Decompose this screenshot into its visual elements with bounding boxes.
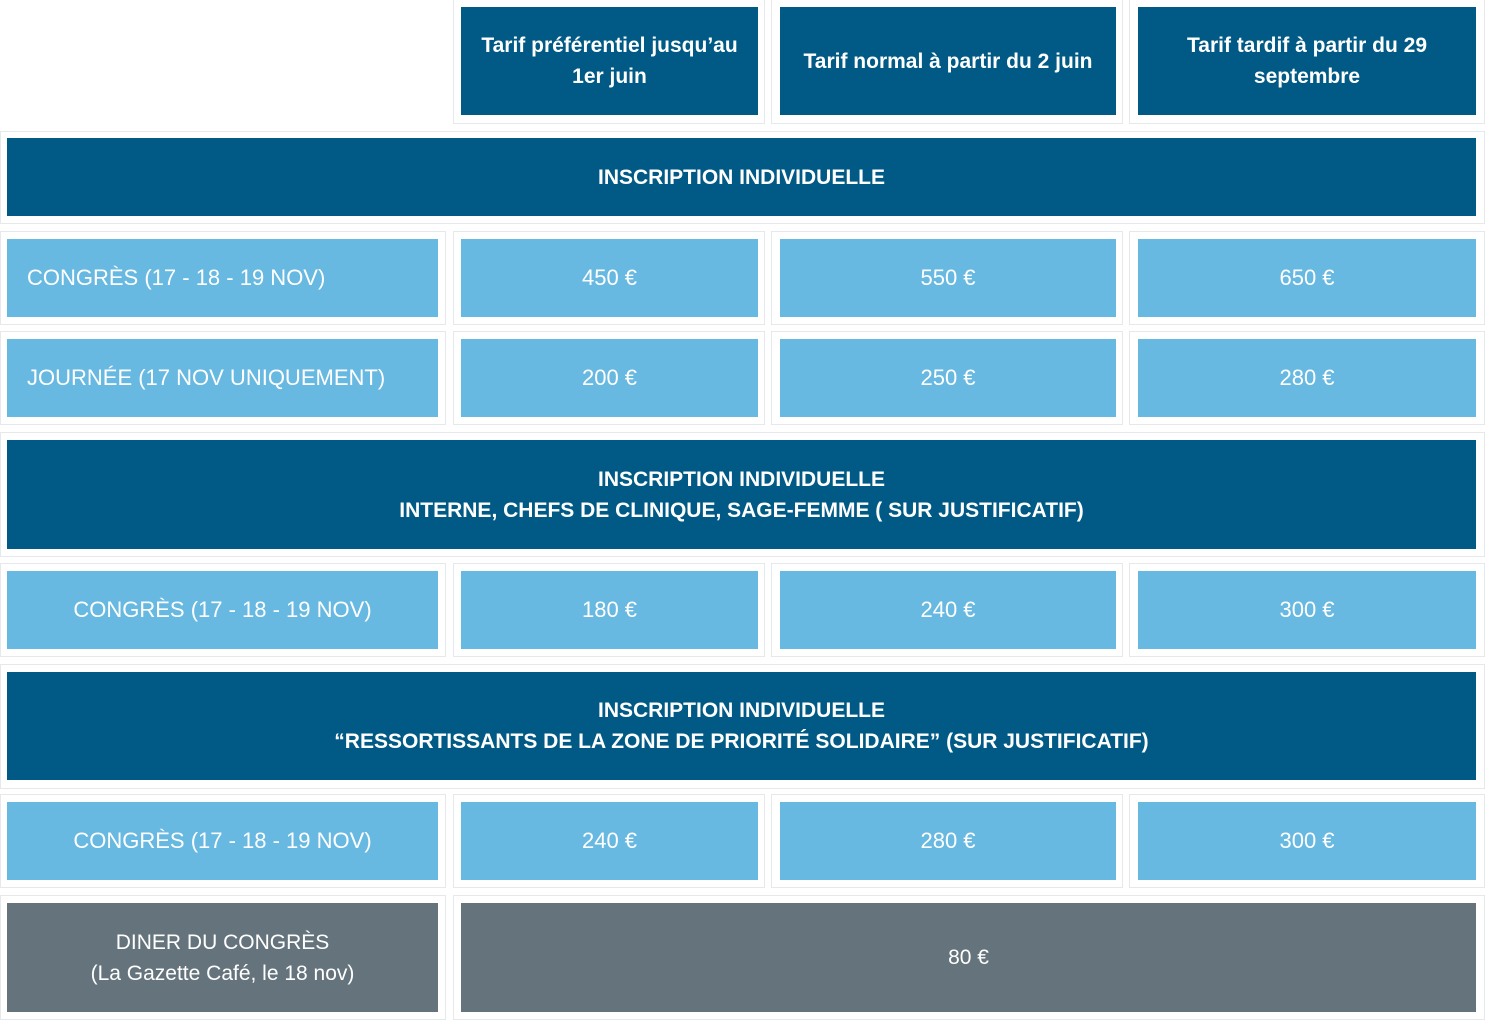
row2-c3-frame <box>1129 331 1485 425</box>
section-interns-registration: INSCRIPTION INDIVIDUELLE INTERNE, CHEFS … <box>7 440 1476 549</box>
row-label-congress: CONGRÈS (17 - 18 - 19 NOV) <box>7 239 438 317</box>
section-title: INSCRIPTION INDIVIDUELLE <box>597 699 886 722</box>
row1-c2-frame <box>771 231 1123 325</box>
row-label-congress: CONGRÈS (17 - 18 - 19 NOV) <box>7 802 438 880</box>
dinner-price: 80 € <box>461 903 1476 1012</box>
row4-c1-frame <box>453 794 765 888</box>
row1-c1-frame <box>453 231 765 325</box>
row-label-congress: CONGRÈS (17 - 18 - 19 NOV) <box>7 571 438 649</box>
header-col-normal-label: Tarif normal à partir du 2 juin <box>803 49 1093 73</box>
header-col-preferential-label: Tarif préférentiel jusqu’au 1er juin <box>481 34 738 88</box>
price-cell: 200 € <box>461 339 758 417</box>
row4-c2-frame <box>771 794 1123 888</box>
row1-c3-frame <box>1129 231 1485 325</box>
section-zsp-registration: INSCRIPTION INDIVIDUELLE “RESSORTISSANTS… <box>7 672 1476 780</box>
price-cell: 300 € <box>1138 571 1476 649</box>
price-cell: 300 € <box>1138 802 1476 880</box>
price-value: 650 € <box>1279 265 1335 290</box>
price-value: 280 € <box>920 828 976 853</box>
header-col-late-label: Tarif tardif à partir du 29 septembre <box>1187 34 1427 88</box>
price-cell: 550 € <box>780 239 1116 317</box>
section3-frame <box>0 664 1485 789</box>
price-value: 200 € <box>581 365 638 390</box>
header-col2-frame <box>771 0 1123 124</box>
section-title: INSCRIPTION INDIVIDUELLE <box>597 467 886 491</box>
price-value: 300 € <box>1279 597 1335 622</box>
row2-label-frame <box>0 331 446 425</box>
row-label: CONGRÈS (17 - 18 - 19 NOV) <box>73 828 372 853</box>
dinner-price-frame <box>453 895 1485 1020</box>
price-cell: 450 € <box>461 239 758 317</box>
row3-c3-frame <box>1129 563 1485 657</box>
section-subtitle: INTERNE, CHEFS DE CLINIQUE, SAGE-FEMME (… <box>399 498 1084 522</box>
row2-c2-frame <box>771 331 1123 425</box>
row3-c1-frame <box>453 563 765 657</box>
header-col-late: Tarif tardif à partir du 29 septembre <box>1138 7 1476 115</box>
row3-c2-frame <box>771 563 1123 657</box>
section1-frame <box>0 131 1485 224</box>
section-subtitle: “RESSORTISSANTS DE LA ZONE DE PRIORITÉ S… <box>334 730 1149 753</box>
section2-frame <box>0 432 1485 557</box>
header-col-normal: Tarif normal à partir du 2 juin <box>780 7 1116 115</box>
price-value: 180 € <box>581 597 638 622</box>
row1-label-frame <box>0 231 446 325</box>
row4-c3-frame <box>1129 794 1485 888</box>
row-label-day: JOURNÉE (17 NOV UNIQUEMENT) <box>7 339 438 417</box>
price-cell: 650 € <box>1138 239 1476 317</box>
price-value: 240 € <box>920 597 976 622</box>
row3-label-frame <box>0 563 446 657</box>
price-value: 280 € <box>1279 365 1335 390</box>
dinner-label-line1: DINER DU CONGRÈS <box>115 930 330 954</box>
dinner-price-value: 80 € <box>948 946 989 969</box>
dinner-label-line2: (La Gazette Café, le 18 nov) <box>90 961 355 985</box>
header-col1-frame <box>453 0 765 124</box>
price-cell: 280 € <box>1138 339 1476 417</box>
header-col3-frame <box>1129 0 1485 124</box>
dinner-label: DINER DU CONGRÈS (La Gazette Café, le 18… <box>7 903 438 1012</box>
row2-c1-frame <box>453 331 765 425</box>
price-value: 250 € <box>920 365 976 390</box>
row-label: CONGRÈS (17 - 18 - 19 NOV) <box>27 265 326 290</box>
price-cell: 240 € <box>780 571 1116 649</box>
price-value: 450 € <box>581 265 638 290</box>
dinner-label-frame <box>0 895 446 1020</box>
section-title: INSCRIPTION INDIVIDUELLE <box>597 165 886 189</box>
price-cell: 250 € <box>780 339 1116 417</box>
price-cell: 240 € <box>461 802 758 880</box>
price-value: 300 € <box>1279 828 1335 853</box>
price-value: 240 € <box>581 828 638 853</box>
row-label: CONGRÈS (17 - 18 - 19 NOV) <box>73 597 372 622</box>
row-label: JOURNÉE (17 NOV UNIQUEMENT) <box>27 365 386 390</box>
section-individual-registration: INSCRIPTION INDIVIDUELLE <box>7 138 1476 216</box>
price-cell: 180 € <box>461 571 758 649</box>
row4-label-frame <box>0 794 446 888</box>
price-value: 550 € <box>920 265 976 290</box>
price-cell: 280 € <box>780 802 1116 880</box>
header-col-preferential: Tarif préférentiel jusqu’au 1er juin <box>461 7 758 115</box>
